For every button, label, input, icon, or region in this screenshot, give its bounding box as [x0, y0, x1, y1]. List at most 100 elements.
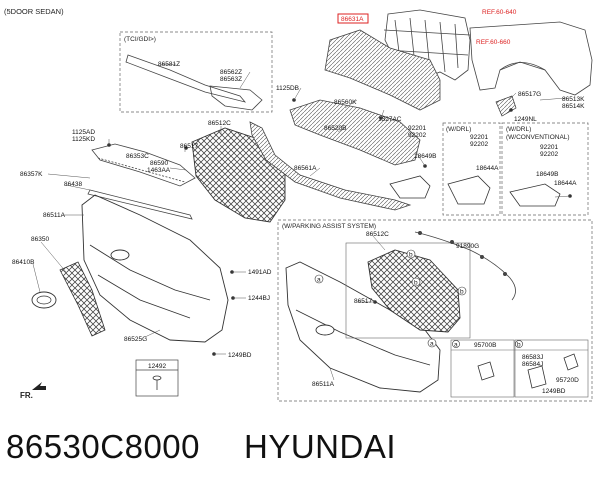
footer: 86530C8000 HYUNDAI	[0, 418, 600, 489]
callout-a-markers: a a a	[314, 274, 460, 349]
fender-drawing	[469, 21, 593, 96]
sensor-sub-box-b	[514, 339, 589, 398]
bumper-beam-drawing	[324, 13, 441, 111]
label-86561A: 86561A	[294, 165, 317, 172]
pa-bumper-cover-drawing	[285, 261, 441, 393]
tci-gdi-box	[119, 31, 273, 113]
label-86581Z: 86581Z	[158, 61, 180, 68]
label-pa-86511A: 86511A	[312, 381, 335, 388]
label-95700B: 95700B	[474, 342, 496, 349]
strip-86438-drawing	[87, 189, 193, 220]
label-86357K: 86357K	[20, 171, 43, 178]
energy-absorber-drawing	[289, 99, 421, 166]
label-pa-86517: 86517	[354, 298, 372, 305]
label-1249NL: 1249NL	[514, 116, 537, 123]
label-pa-1249BD: 1249BD	[542, 388, 566, 395]
label-86514K: 86514K	[562, 103, 585, 110]
bumper-cover-drawing	[81, 194, 229, 343]
label-86583J: 86583J	[522, 354, 543, 361]
label-92202-c: 92202	[540, 151, 558, 158]
label-86517G: 86517G	[518, 91, 541, 98]
svg-text:b: b	[460, 289, 464, 296]
label-92201-c: 92201	[540, 144, 558, 151]
label-1125DB: 1125DB	[276, 85, 299, 92]
label-86520B: 86520B	[324, 125, 346, 132]
drl-lamp-drawing-1	[389, 175, 431, 199]
label-18649B-b: 18649B	[536, 171, 558, 178]
svg-text:a: a	[454, 342, 458, 349]
label-92201-b: 92201	[470, 134, 488, 141]
drl-lamp-drawing-3	[509, 183, 561, 207]
drl-lamp-drawing-2	[447, 175, 491, 205]
label-1327AC: 1327AC	[378, 116, 402, 123]
radiator-grille-drawing	[191, 127, 286, 223]
lower-grille-86350-drawing	[59, 261, 106, 337]
svg-text:a: a	[430, 341, 434, 348]
label-1491AD: 1491AD	[248, 269, 272, 276]
label-86410B: 86410B	[12, 259, 34, 266]
label-12492: 12492	[148, 363, 166, 370]
label-86590: 86590	[150, 160, 168, 167]
front-direction-indicator: FR.	[20, 382, 46, 400]
label-86525G: 86525G	[124, 336, 147, 343]
label-86512C: 86512C	[208, 120, 231, 127]
label-1249BD: 1249BD	[228, 352, 252, 359]
pa-grille-drawing	[367, 249, 461, 333]
label-1125KD: 1125KD	[72, 136, 95, 143]
label-92202-a: 92202	[408, 132, 426, 139]
label-1463AA: 1463AA	[147, 167, 171, 174]
lower-lip-drawing	[249, 121, 412, 211]
sensor-drawing	[477, 353, 579, 389]
brand-name: HYUNDAI	[244, 428, 397, 465]
label-86350: 86350	[31, 236, 49, 243]
svg-text:b: b	[517, 342, 521, 349]
label-86584J: 86584J	[522, 361, 543, 368]
label-92202-b: 92202	[470, 141, 488, 148]
parking-assist-box	[277, 219, 593, 402]
garnish-86562Z-drawing	[209, 85, 263, 111]
bracket-86517G-drawing	[495, 95, 517, 117]
label-86560K: 86560K	[334, 99, 357, 106]
clip-12492-icon	[152, 375, 162, 390]
svg-text:b: b	[414, 280, 418, 287]
label-86517: 86517	[180, 143, 198, 150]
pa-grille-detail-box	[345, 242, 471, 339]
svg-text:b: b	[409, 252, 413, 259]
pa-wiring-drawing	[414, 230, 516, 301]
w-drl-box	[442, 122, 501, 216]
ref-link-60-660[interactable]: REF.60-660	[476, 39, 511, 46]
part-number: 86530C8000	[6, 428, 201, 465]
clip-12492-box	[135, 359, 179, 397]
sensor-sub-box-a	[450, 339, 515, 398]
label-1125AD: 1125AD	[72, 129, 95, 136]
ref-link-60-640[interactable]: REF.60-640	[482, 9, 517, 16]
parking-assist-label: (W/PARKING ASSIST SYSTEM)	[282, 223, 376, 230]
emblem-drawing	[31, 291, 57, 309]
label-86353C: 86353C	[126, 153, 149, 160]
label-95720D: 95720D	[556, 377, 579, 384]
label-1244BJ: 1244BJ	[248, 295, 270, 302]
tci-gdi-label: (TCI/GDI>)	[124, 36, 156, 43]
label-pa-86512C: 86512C	[366, 231, 389, 238]
svg-text:FR.: FR.	[20, 391, 33, 400]
label-18649B-a: 18649B	[414, 153, 436, 160]
label-86563Z: 86563Z	[220, 76, 242, 83]
callout-b-markers: b b b b	[406, 249, 523, 349]
upper-strip-86581Z-drawing	[125, 54, 247, 103]
upper-molding-drawing	[91, 143, 196, 187]
w-drl-conventional-label-1: (W/DRL)	[506, 126, 531, 133]
label-18644A-b: 18644A	[554, 180, 577, 187]
w-drl-conventional-label-2: (W/CONVENTIONAL)	[506, 134, 570, 141]
highlight-part-label[interactable]: 86631A	[341, 16, 364, 23]
leader-lines	[32, 63, 571, 381]
w-drl-conventional-box	[501, 122, 589, 216]
label-91890G: 91890G	[456, 243, 479, 250]
label-86438: 86438	[64, 181, 82, 188]
svg-text:a: a	[317, 277, 321, 284]
w-drl-label: (W/DRL)	[446, 126, 471, 133]
label-86511A: 86511A	[43, 212, 66, 219]
label-86562Z: 86562Z	[220, 69, 242, 76]
label-18644A-a: 18644A	[476, 165, 499, 172]
variant-label: (5DOOR SEDAN)	[4, 7, 64, 16]
